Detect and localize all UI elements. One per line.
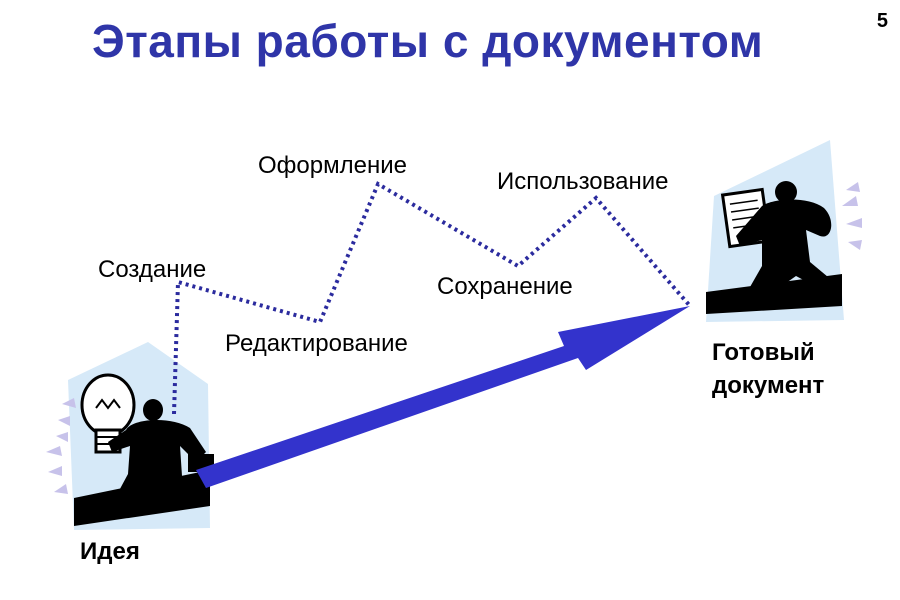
- ready-document-line1: Готовый: [712, 339, 815, 366]
- slide-title: Этапы работы с документом: [92, 15, 764, 67]
- ready-figure-icon: [706, 140, 862, 322]
- ready-document-label: Готовый документ: [712, 336, 824, 402]
- page-number: 5: [876, 10, 888, 32]
- stage-label-edit: Редактирование: [225, 330, 408, 357]
- stage-label-save: Сохранение: [437, 273, 573, 300]
- ready-document-line2: документ: [712, 372, 825, 399]
- idea-figure-icon: [46, 342, 214, 530]
- progress-arrow: [196, 306, 690, 488]
- stage-label-format: Оформление: [258, 152, 407, 179]
- stage-path: [172, 181, 692, 415]
- idea-label: Идея: [80, 538, 140, 565]
- stage-label-create: Создание: [98, 256, 207, 283]
- stage-label-use: Использование: [497, 168, 669, 195]
